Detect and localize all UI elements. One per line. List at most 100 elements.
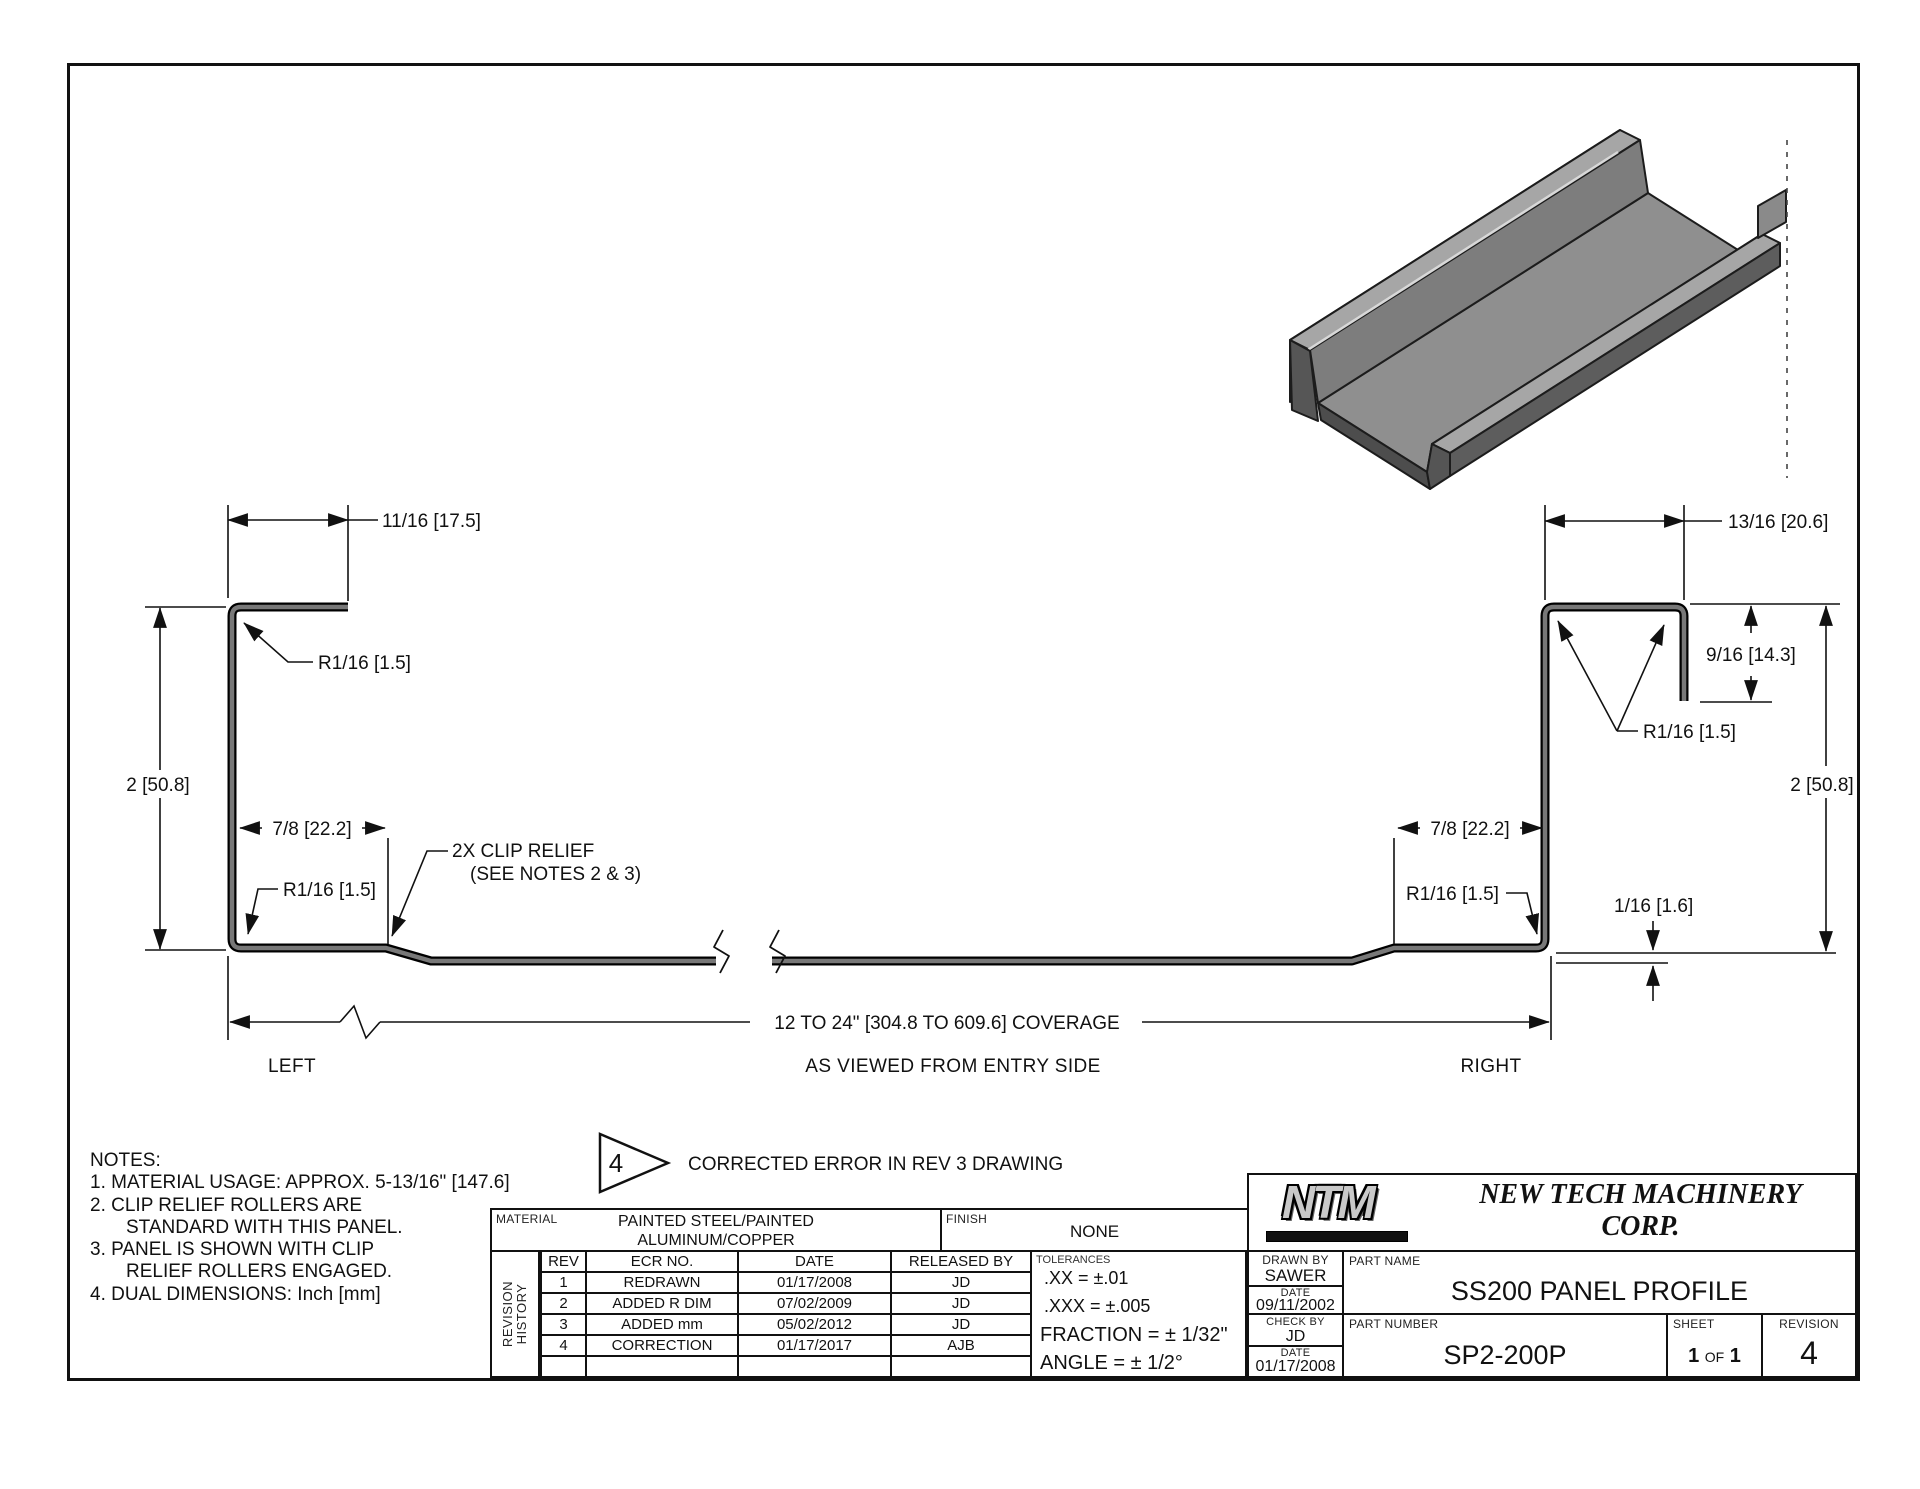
note-line: 1. MATERIAL USAGE: APPROX. 5-13/16" [147… — [90, 1172, 510, 1194]
tolerances-label: TOLERANCES — [1036, 1254, 1111, 1266]
iso-near-end-left — [1289, 339, 1319, 422]
part-name-label: PART NAME — [1349, 1254, 1421, 1268]
part-number-label: PART NUMBER — [1349, 1317, 1439, 1331]
revision-history-label: REVISION HISTORY — [490, 1250, 540, 1378]
profile-section — [227, 602, 1689, 974]
part-number-value: SP2-200P — [1443, 1340, 1567, 1370]
part-number-cell: PART NUMBER SP2-200P — [1342, 1313, 1668, 1378]
sheet-cell: SHEET 1 OF 1 — [1666, 1313, 1763, 1378]
drawn-date-cell: DATE 09/11/2002 — [1247, 1285, 1344, 1315]
finish-label: FINISH — [946, 1212, 988, 1226]
ntm-logo-bar — [1266, 1231, 1408, 1242]
check-date-value: 01/17/2008 — [1255, 1358, 1336, 1375]
label-view-note: AS VIEWED FROM ENTRY SIDE — [805, 1056, 1100, 1077]
drawn-date-label: DATE — [1280, 1287, 1311, 1299]
label-right-side: RIGHT — [1460, 1056, 1521, 1077]
dim-right-web: 7/8 [22.2] — [1430, 819, 1509, 840]
dim-right-height: 2 [50.8] — [1790, 775, 1853, 796]
check-date-cell: DATE 01/17/2008 — [1247, 1345, 1344, 1378]
sheet-total: 1 — [1729, 1345, 1741, 1367]
drawn-by-label: DRAWN BY — [1262, 1253, 1329, 1267]
dim-right-radius-bottom: R1/16 [1.5] — [1406, 884, 1499, 905]
revision-triangle-number: 4 — [609, 1148, 623, 1178]
sheet-label: SHEET — [1673, 1317, 1715, 1331]
iso-near-end-right — [1426, 443, 1451, 490]
revision-triangle-icon — [598, 1132, 672, 1194]
break-mark-right — [769, 929, 786, 974]
check-by-cell: CHECK BY JD — [1247, 1313, 1344, 1347]
drawn-date-value: 09/11/2002 — [1256, 1297, 1335, 1314]
note-line: 3. PANEL IS SHOWN WITH CLIP — [90, 1239, 374, 1261]
isometric-view — [1289, 129, 1787, 490]
drawn-by-value: SAWER — [1264, 1266, 1327, 1285]
dimension-lines — [145, 505, 1840, 1040]
company-name-line1: NEW TECH MACHINERY — [1479, 1179, 1802, 1210]
tolerance-fraction: FRACTION = ± 1/32" — [1040, 1324, 1228, 1346]
drawn-by-cell: DRAWN BY SAWER — [1247, 1250, 1344, 1287]
date-col-header: DATE — [737, 1250, 892, 1273]
break-mark-left — [713, 929, 730, 974]
revision-value: 4 — [1800, 1335, 1818, 1371]
profile-core — [229, 604, 1687, 964]
material-value-line2: ALUMINUM/COPPER — [637, 1232, 795, 1249]
company-name: NEW TECH MACHINERY CORP. — [1422, 1179, 1859, 1243]
dim-right-offset: 1/16 [1.6] — [1614, 896, 1693, 917]
table-row-empty — [540, 1355, 1032, 1378]
revision-callout: 4 CORRECTED ERROR IN REV 3 DRAWING — [598, 1132, 1063, 1194]
table-row: 3 ADDED mm 05/02/2012 JD — [540, 1313, 1032, 1336]
dim-right-leg-depth: 9/16 [14.3] — [1706, 645, 1796, 666]
note-line: STANDARD WITH THIS PANEL. — [126, 1216, 403, 1238]
tolerance-angle: ANGLE = ± 1/2° — [1040, 1352, 1183, 1374]
iso-right-rail-tab — [1757, 189, 1787, 239]
check-date-label: DATE — [1280, 1347, 1311, 1359]
ntm-logo: NTM — [1264, 1176, 1414, 1247]
material-value-line1: PAINTED STEEL/PAINTED — [618, 1213, 814, 1230]
tolerances-cell: TOLERANCES .XX = ±.01 .XXX = ±.005 FRACT… — [1030, 1250, 1247, 1378]
table-row: 2 ADDED R DIM 07/02/2009 JD — [540, 1292, 1032, 1315]
dimension-text: 11/16 [17.5] R1/16 [1.5] 2 [50.8] 7/8 [2… — [126, 511, 1853, 1077]
dim-right-flange: 13/16 [20.6] — [1728, 512, 1828, 533]
rev-col-header: REV — [540, 1250, 587, 1273]
revision-label: REVISION — [1779, 1317, 1839, 1331]
dim-coverage: 12 TO 24" [304.8 TO 609.6] COVERAGE — [774, 1013, 1119, 1034]
revision-callout-text: CORRECTED ERROR IN REV 3 DRAWING — [688, 1154, 1063, 1175]
note-line: 2. CLIP RELIEF ROLLERS ARE — [90, 1194, 363, 1216]
finish-cell: FINISH NONE — [940, 1208, 1249, 1252]
note-line: 4. DUAL DIMENSIONS: Inch [mm] — [90, 1283, 381, 1305]
tolerance-xx: .XX = ±.01 — [1044, 1268, 1129, 1288]
dim-left-flange: 11/16 [17.5] — [382, 511, 481, 532]
material-label: MATERIAL — [496, 1212, 558, 1226]
note-line: RELIEF ROLLERS ENGAGED. — [126, 1261, 393, 1283]
notes-title: NOTES: — [90, 1150, 161, 1171]
callout-clip-relief-2: (SEE NOTES 2 & 3) — [470, 864, 641, 885]
sheet-border — [67, 63, 1860, 1381]
table-row: 4 CORRECTION 01/17/2017 AJB — [540, 1334, 1032, 1357]
dim-left-radius-top: R1/16 [1.5] — [318, 653, 411, 674]
callout-clip-relief-1: 2X CLIP RELIEF — [452, 841, 594, 862]
dim-left-radius-bottom: R1/16 [1.5] — [283, 880, 376, 901]
table-row: 1 REDRAWN 01/17/2008 JD — [540, 1271, 1032, 1294]
released-col-header: RELEASED BY — [890, 1250, 1032, 1273]
dim-left-height: 2 [50.8] — [126, 775, 189, 796]
company-cell: NTM NEW TECH MACHINERY CORP. — [1247, 1173, 1857, 1252]
dim-right-radius-top: R1/16 [1.5] — [1643, 722, 1736, 743]
revision-cell: REVISION 4 — [1761, 1313, 1857, 1378]
notes-block: NOTES: 1. MATERIAL USAGE: APPROX. 5-13/1… — [90, 1150, 520, 1306]
sheet-of: OF — [1704, 1349, 1725, 1365]
check-by-value: JD — [1285, 1328, 1306, 1345]
iso-left-rail-seam — [1291, 150, 1619, 362]
part-name-value: SS200 PANEL PROFILE — [1450, 1276, 1749, 1306]
finish-value: NONE — [1069, 1222, 1120, 1241]
dim-left-web: 7/8 [22.2] — [272, 819, 351, 840]
part-name-cell: PART NAME SS200 PANEL PROFILE — [1342, 1250, 1857, 1315]
ecr-col-header: ECR NO. — [585, 1250, 739, 1273]
material-cell: MATERIAL PAINTED STEEL/PAINTED ALUMINUM/… — [490, 1208, 942, 1252]
check-by-label: CHECK BY — [1266, 1316, 1325, 1328]
sheet-current: 1 — [1688, 1345, 1700, 1367]
revision-history-table: REV ECR NO. DATE RELEASED BY 1 REDRAWN 0… — [540, 1250, 1032, 1378]
ntm-logo-text: NTM — [1282, 1176, 1376, 1228]
label-left-side: LEFT — [268, 1056, 316, 1077]
tolerance-xxx: .XXX = ±.005 — [1044, 1296, 1151, 1316]
